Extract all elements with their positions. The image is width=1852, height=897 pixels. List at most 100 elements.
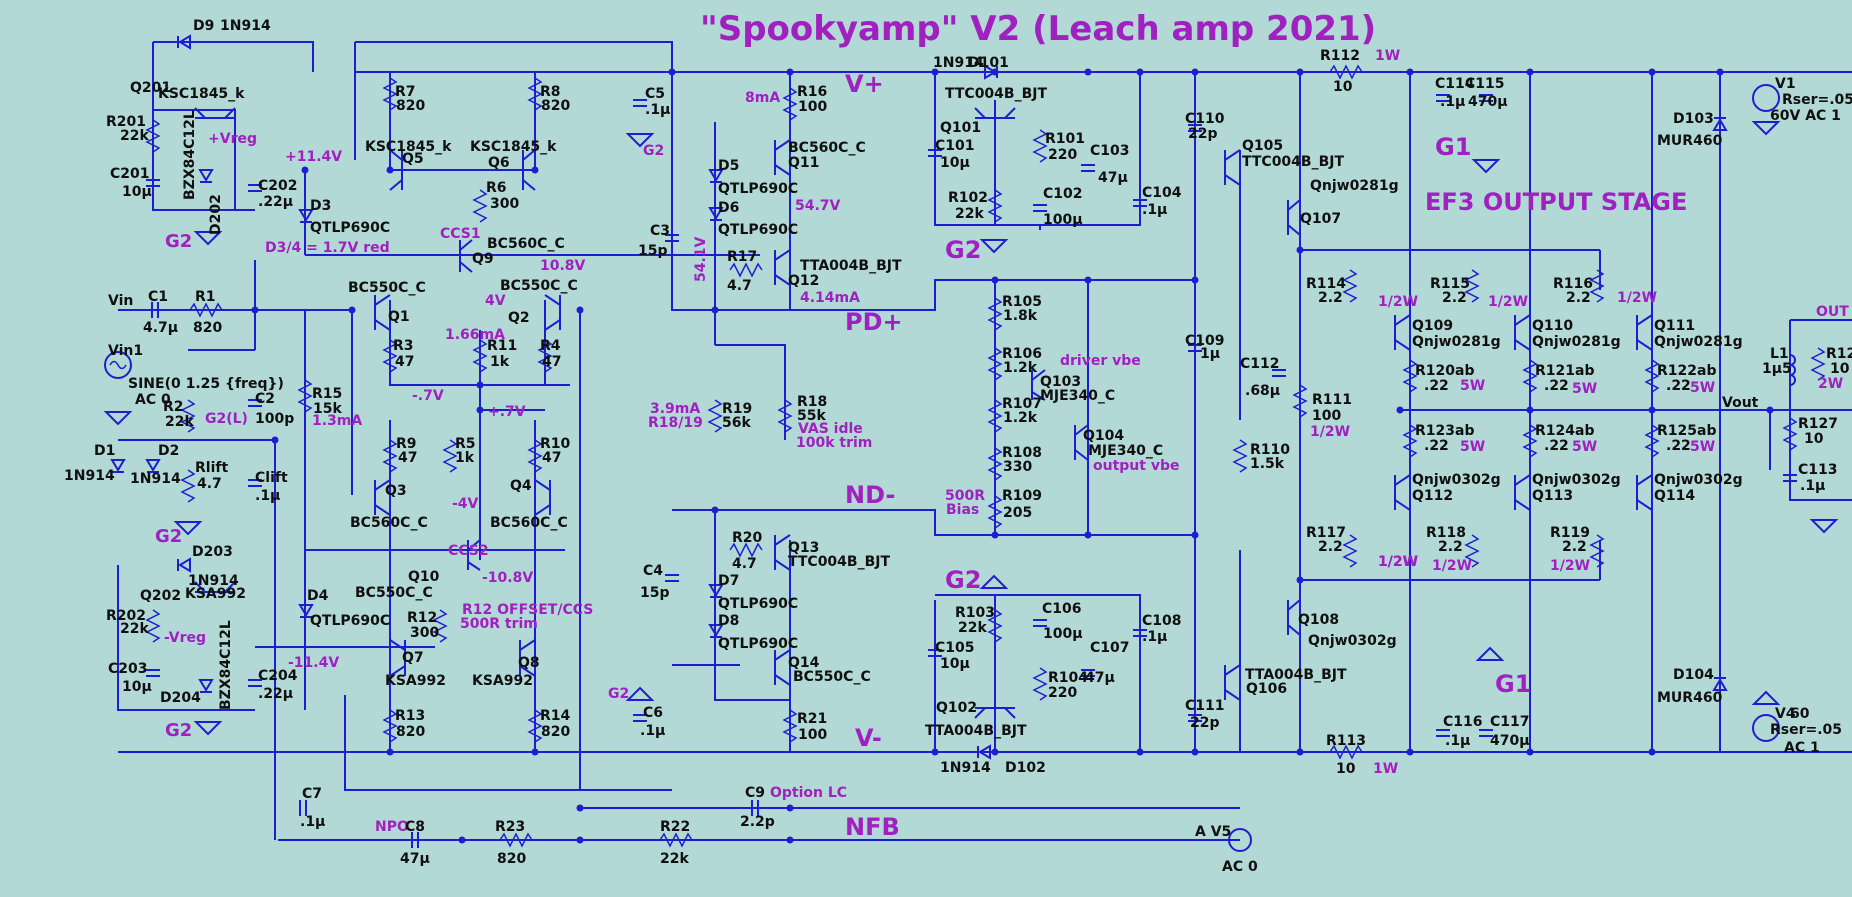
- ccs2-label: CCS2: [448, 543, 489, 559]
- c8v-label: 47µ: [400, 851, 430, 867]
- g2-label-d: G2: [643, 143, 664, 159]
- r9-label: R9: [396, 436, 417, 452]
- r123-resistor: [1402, 424, 1418, 458]
- v108-label: 10.8V: [540, 258, 586, 274]
- c117v-label: 470µ: [1490, 733, 1530, 749]
- q102-transistor: [974, 707, 1016, 719]
- r103-resistor: [987, 609, 1003, 643]
- ma414-label: 4.14mA: [800, 290, 860, 306]
- d101-label: D101: [968, 55, 1009, 71]
- r112v-label: 10: [1333, 79, 1353, 95]
- c116-capacitor: [1436, 729, 1450, 737]
- c101v-label: 10µ: [940, 155, 970, 171]
- v4-label: 4V: [485, 293, 506, 309]
- r126v-label: 10: [1830, 361, 1850, 377]
- r202-label: R202: [106, 608, 146, 624]
- r13v-label: 820: [396, 724, 425, 740]
- q202-transistor: [194, 581, 236, 593]
- pv7-label: +.7V: [488, 404, 526, 420]
- c103v-label: 47µ: [1098, 170, 1128, 186]
- w5-e-label: 5W: [1572, 439, 1597, 455]
- c114-label: C114: [1435, 76, 1475, 92]
- c9v-label: 2.2p: [740, 814, 775, 830]
- q112v-label: Qnjw0302g: [1412, 472, 1501, 488]
- r1v-label: 820: [193, 320, 222, 336]
- r21v-label: 100: [798, 727, 827, 743]
- transistor-symbols: [194, 107, 1653, 719]
- q9-transistor: [459, 239, 473, 273]
- ground-g2-g: [979, 574, 1009, 589]
- d5-label: D5: [718, 158, 739, 174]
- d1v-label: 1N914: [64, 468, 115, 484]
- vout-label: Vout: [1722, 395, 1759, 411]
- c4v-label: 15p: [640, 585, 670, 601]
- ground-v1: [1751, 121, 1781, 136]
- c108v-label: .1µ: [1142, 629, 1167, 645]
- q105-label: Q105: [1242, 138, 1283, 154]
- ground-g2-c: [193, 721, 223, 736]
- d204-label: D204: [160, 690, 201, 706]
- vin1-source: [104, 351, 132, 379]
- q13v-label: TTC004B_BJT: [788, 554, 890, 570]
- c111-label: C111: [1185, 698, 1225, 714]
- r118v-label: 2.2: [1438, 539, 1463, 555]
- c5v-label: .1µ: [645, 102, 670, 118]
- q14-transistor: [774, 649, 791, 686]
- h9-label: 1/2W: [1378, 554, 1418, 570]
- ma166-label: 1.66mA: [445, 327, 505, 343]
- ground-g1-b: [1475, 646, 1505, 661]
- h6-label: 1/2W: [1432, 558, 1472, 574]
- r5v-label: 1k: [455, 450, 475, 466]
- v541-label: 54.1V: [693, 236, 709, 282]
- r124-label: R124ab: [1535, 423, 1594, 439]
- q14-label: Q14: [788, 655, 820, 671]
- q104-transistor: [1074, 424, 1089, 461]
- wires: [117, 41, 1852, 841]
- bias-label: Bias: [946, 502, 979, 518]
- bzx1-label: BZX84C12L: [182, 110, 198, 200]
- vin1-label: Vin1: [108, 343, 143, 359]
- r122-label: R122ab: [1657, 363, 1716, 379]
- r104-label: R104: [1048, 670, 1088, 686]
- r23-resistor: [499, 832, 533, 848]
- g2-label-c: G2: [165, 720, 192, 741]
- c4-label: C4: [643, 563, 663, 579]
- c3v-label: 15p: [638, 243, 668, 259]
- c8-label: C8: [405, 819, 425, 835]
- ground-g2-d: [625, 133, 655, 148]
- c105v-label: 10µ: [940, 656, 970, 672]
- r106-label: R106: [1002, 346, 1042, 362]
- r126-label: R126: [1826, 346, 1852, 362]
- rlift-resistor: [180, 469, 196, 503]
- c115v-label: 470µ: [1468, 94, 1508, 110]
- h5-label: 1/2W: [1378, 554, 1418, 570]
- r117-label: R117: [1306, 525, 1346, 541]
- h7-label: 1/2W: [1550, 558, 1590, 574]
- r19v-label: 56k: [722, 415, 751, 431]
- q111-transistor: [1636, 314, 1653, 351]
- c9-label: C9: [745, 785, 765, 801]
- r119-resistor: [1589, 534, 1605, 568]
- r22-resistor: [659, 832, 693, 848]
- q108v-label: Qnjw0302g: [1308, 633, 1397, 649]
- r107-resistor: [987, 399, 1003, 433]
- q11v-label: BC560C_C: [788, 140, 866, 156]
- d3-label: D3: [310, 198, 331, 214]
- r20v-label: 4.7: [732, 556, 757, 572]
- source-labels: Vin1 SINE(0 1.25 {freq}) AC 0 V1 Rser=.0…: [108, 76, 1852, 875]
- r21-resistor: [782, 709, 798, 743]
- r19-label: R19: [722, 401, 752, 417]
- v5-source: [1228, 828, 1252, 852]
- r120v-label: .22: [1424, 378, 1449, 394]
- d101v-label: 1N914: [933, 55, 984, 71]
- r121-resistor: [1522, 359, 1538, 393]
- w1-b-label: 1W: [1373, 761, 1398, 777]
- c103-label: C103: [1090, 143, 1130, 159]
- q8-transistor: [519, 639, 536, 677]
- r104v-label: 220: [1048, 685, 1077, 701]
- c111v-label: 22p: [1190, 715, 1220, 731]
- c3-label: C3: [650, 223, 670, 239]
- q1-label: Q1: [388, 309, 410, 325]
- q114-transistor: [1636, 474, 1653, 511]
- r102-label: R102: [948, 190, 988, 206]
